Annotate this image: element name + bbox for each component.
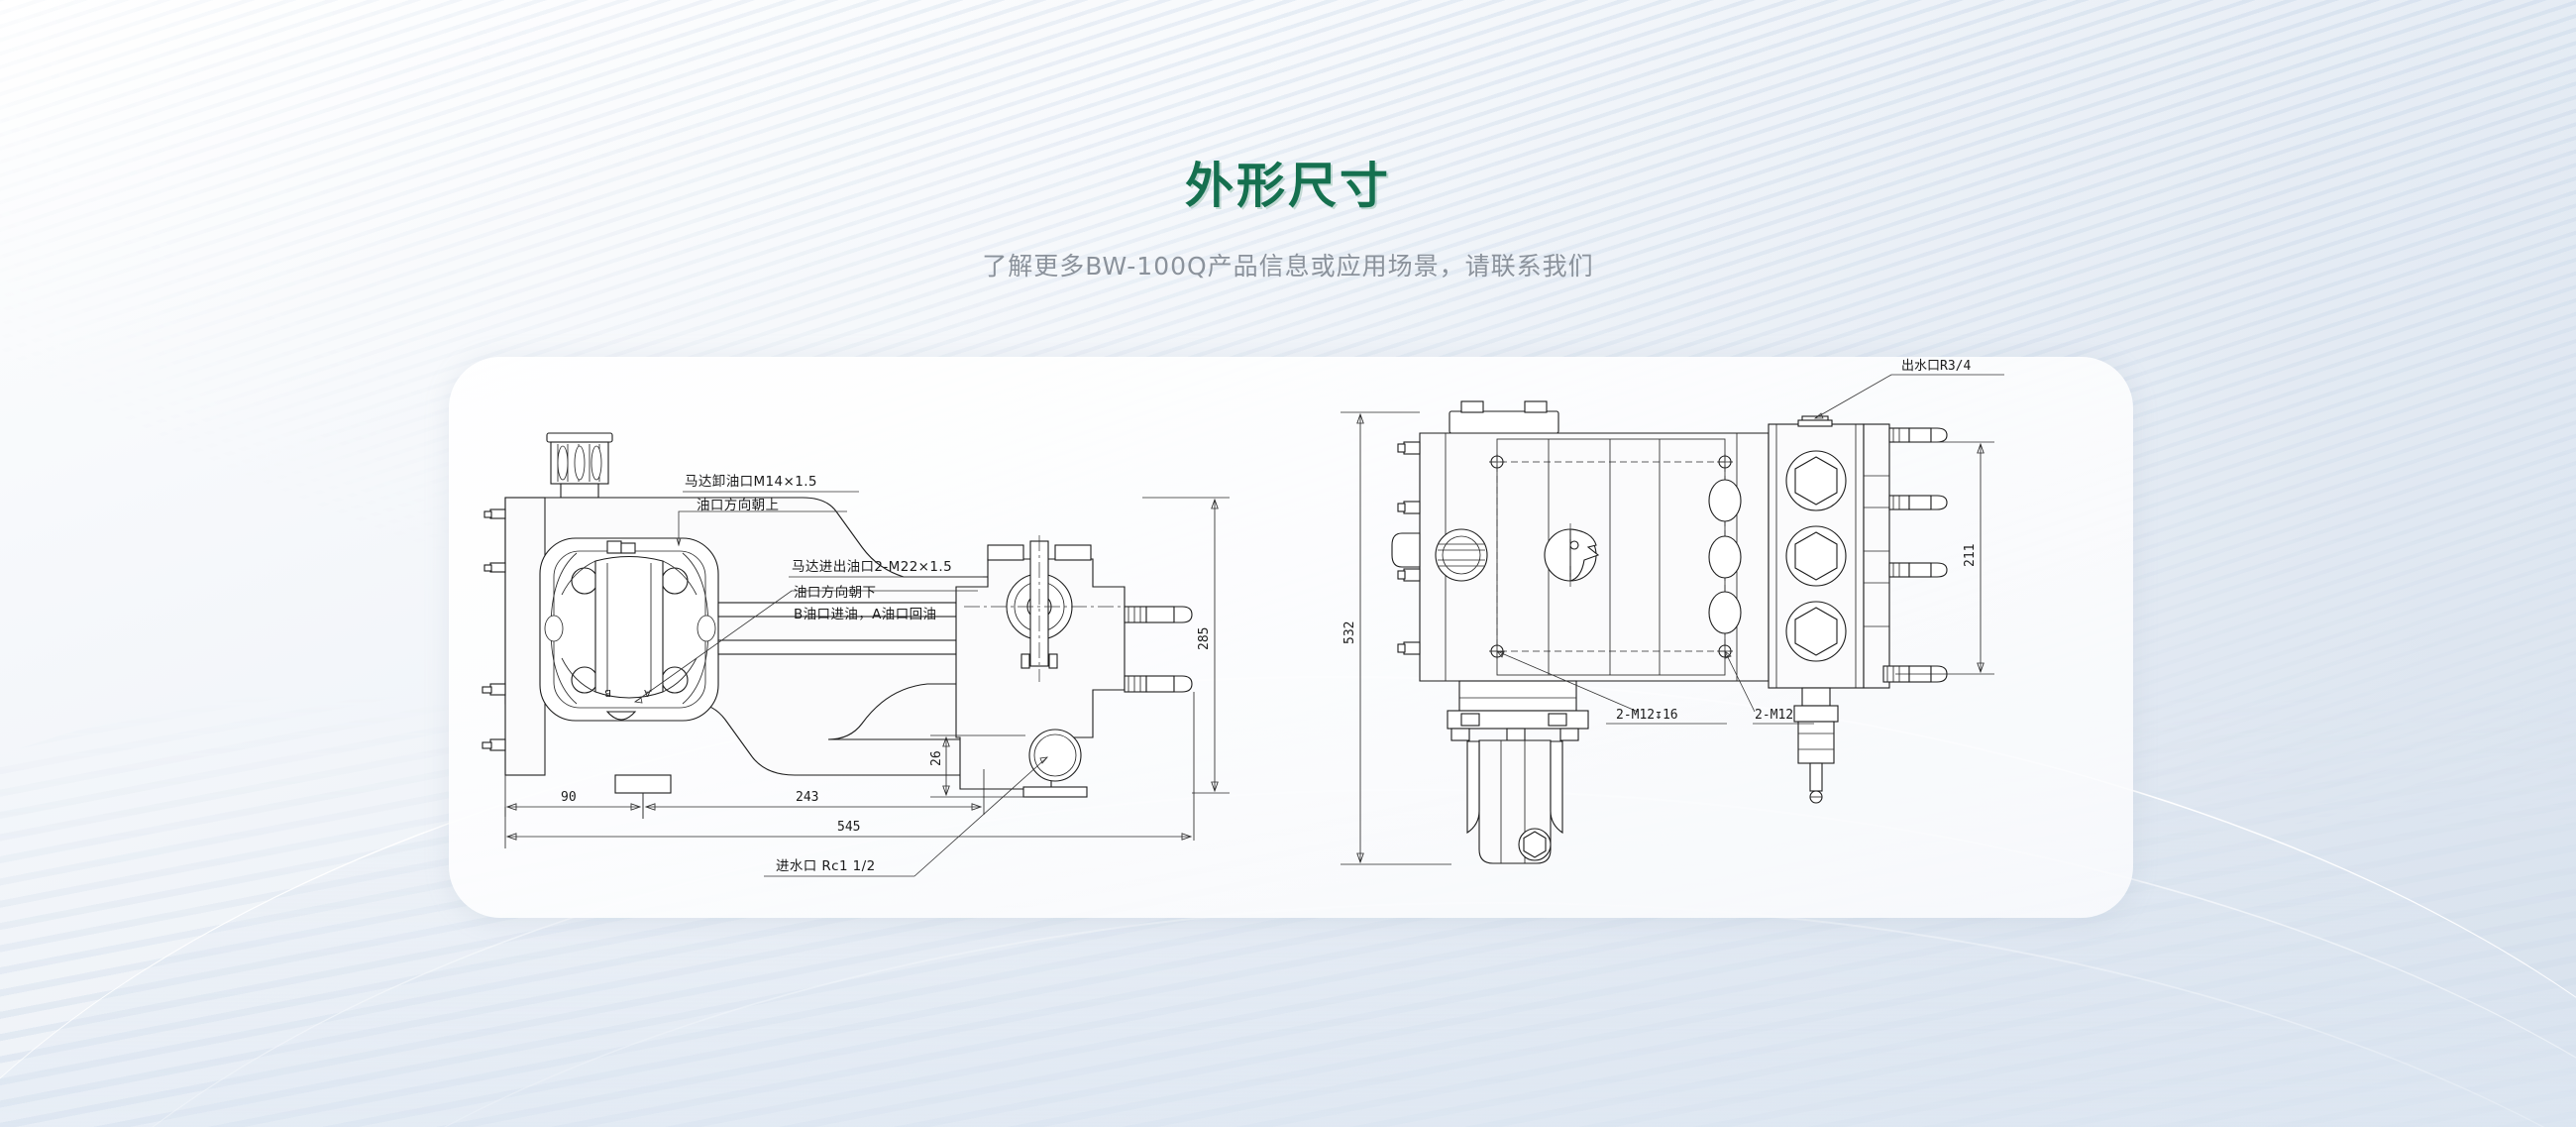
dimension-211: 211 (1895, 441, 1994, 675)
callout-text-water-inlet: 进水口 Rc1 1/2 (776, 858, 876, 874)
pressure-regulator (1793, 687, 1839, 804)
callout-motor-io-port: 马达进出油口2-M22×1.5 油口方向朝下 B油口进油，A油口回油 (633, 559, 983, 704)
motor-filler-cap (546, 432, 613, 499)
callout-water-inlet: 进水口 Rc1 1/2 (764, 756, 1048, 877)
callout-text-thread: 2-M12 (1755, 708, 1793, 723)
drawing-card: B A (449, 357, 2133, 918)
callout-water-outlet: 出水口R3/4 (1813, 359, 2004, 419)
pump-head-block (955, 535, 1193, 798)
dimension-label-26: 26 (929, 750, 944, 766)
callout-text-drain-line1: 马达卸油口M14×1.5 (685, 474, 817, 490)
side-fittings (1124, 606, 1193, 693)
oil-sight-glass (1435, 528, 1488, 582)
callout-text-io-line2: 油口方向朝下 (794, 585, 876, 601)
background-swoosh-3 (52, 901, 2576, 1127)
crank-symbol (1544, 523, 1600, 587)
dimension-label-532: 532 (1342, 621, 1357, 644)
right-view-group: 出水口R3/4 2-M12↧16 2-M12 (1341, 359, 2004, 865)
dimension-label-211: 211 (1963, 544, 1978, 567)
port-mark-b: B (604, 687, 611, 698)
dimension-243: 243 (642, 769, 985, 819)
hydraulic-motor: B A (539, 537, 719, 722)
callout-thread: 2-M12 (1724, 650, 1814, 725)
callout-text-thread-depth: 2-M12↧16 (1616, 708, 1678, 723)
callout-text-io-line1: 马达进出油口2-M22×1.5 (792, 559, 952, 575)
callout-text-water-outlet: 出水口R3/4 (1901, 359, 1971, 374)
dimension-label-285: 285 (1197, 627, 1212, 650)
flange-bolts (482, 508, 506, 751)
valve-block (1768, 415, 1948, 689)
callout-text-drain-line2: 油口方向朝上 (697, 498, 779, 513)
gearbox-foot (614, 774, 672, 794)
dimension-label-90: 90 (561, 790, 577, 805)
port-mark-a: A (644, 687, 651, 698)
dimension-532: 532 (1341, 411, 1451, 865)
callout-motor-drain-port: 马达卸油口M14×1.5 油口方向朝上 (676, 474, 859, 547)
plunger-bores (1708, 479, 1742, 634)
drive-shaft-tube (717, 602, 957, 655)
gear-housing-stem (1447, 680, 1589, 864)
page-title: 外形尺寸 (1184, 158, 1391, 214)
left-view-group: B A (482, 432, 1230, 877)
saddle-casting (827, 683, 968, 740)
page-header: 外形尺寸 了解更多BW-100Q产品信息或应用场景，请联系我们 (0, 0, 2576, 282)
valve-block-nipples (1882, 427, 1948, 683)
dimension-285: 285 (1142, 497, 1230, 794)
crankcase-body (1391, 400, 1770, 682)
page-subtitle: 了解更多BW-100Q产品信息或应用场景，请联系我们 (982, 252, 1594, 281)
dimension-label-243: 243 (796, 790, 818, 805)
dimension-545: 545 (504, 692, 1195, 848)
dimension-26: 26 (929, 734, 1025, 798)
valve-covers (1785, 450, 1847, 662)
callout-thread-depth: 2-M12↧16 (1496, 650, 1727, 725)
callout-text-io-line3: B油口进油，A油口回油 (794, 607, 936, 622)
crankcase-left-bolts (1397, 441, 1421, 655)
technical-drawing-svg: B A (482, 359, 2004, 877)
dimension-label-545: 545 (837, 820, 860, 835)
